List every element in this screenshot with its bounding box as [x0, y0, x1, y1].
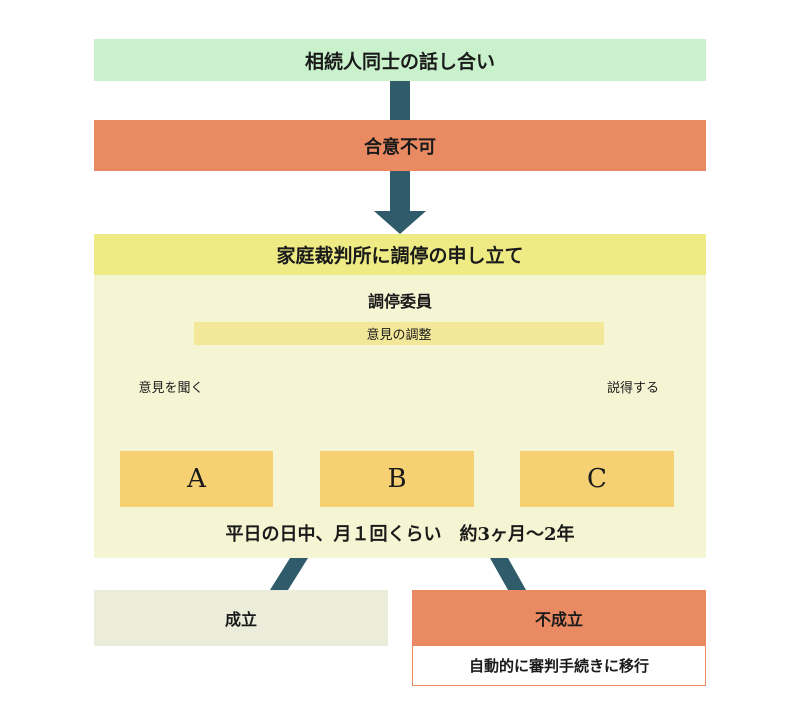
party-c-label: C — [587, 464, 607, 494]
adjust-bar: 意見の調整 — [194, 322, 604, 345]
persuade-label-text: 説得する — [606, 380, 659, 396]
listen-label-text: 意見を聞く — [138, 380, 204, 396]
outcome-failure: 不成立 — [412, 590, 706, 646]
step-petition-label: 家庭裁判所に調停の申し立て — [276, 245, 524, 267]
outcome-transfer: 自動的に審判手続きに移行 — [412, 646, 706, 686]
listen-label: 意見を聞く — [126, 375, 216, 397]
step-discussion-label: 相続人同士の話し合い — [304, 50, 495, 73]
outcome-success: 成立 — [94, 590, 388, 646]
mediation-panel — [94, 275, 706, 558]
party-b-label: B — [387, 464, 407, 494]
party-a: A — [120, 451, 273, 507]
schedule-text: 平日の日中、月１回くらい 約3ヶ月〜2年 — [100, 518, 700, 548]
step-discussion: 相続人同士の話し合い — [94, 39, 706, 81]
schedule-label: 平日の日中、月１回くらい 約3ヶ月〜2年 — [225, 524, 575, 545]
step-petition: 家庭裁判所に調停の申し立て — [94, 234, 706, 275]
outcome-failure-label: 不成立 — [534, 610, 583, 629]
adjust-bar-label: 意見の調整 — [366, 328, 432, 343]
connector-discussion-to-disagreement — [390, 81, 410, 120]
outcome-success-label: 成立 — [224, 610, 257, 629]
outcome-transfer-label: 自動的に審判手続きに移行 — [468, 657, 649, 675]
mediation-committee: 調停委員 — [300, 289, 500, 311]
connector-to-success — [270, 558, 308, 590]
connector-to-failure — [490, 558, 526, 590]
step-disagreement: 合意不可 — [94, 120, 706, 171]
mediation-committee-label: 調停委員 — [367, 292, 432, 311]
party-b: B — [320, 451, 474, 507]
arrow-down-to-petition — [374, 171, 426, 234]
persuade-label: 説得する — [593, 375, 673, 397]
party-c: C — [520, 451, 674, 507]
party-a-label: A — [187, 464, 206, 494]
step-disagreement-label: 合意不可 — [364, 136, 436, 158]
